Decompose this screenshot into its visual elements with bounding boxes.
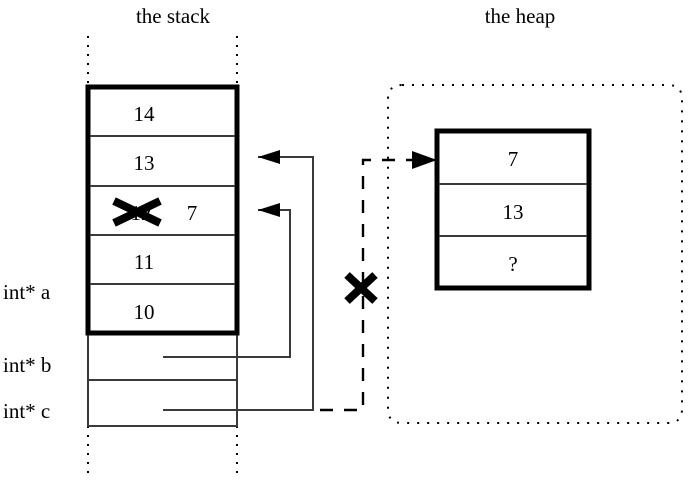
pointer-c-arrow xyxy=(163,150,314,411)
stack-cell-value-1: 13 xyxy=(134,151,155,175)
dangling-pointer-arrowhead xyxy=(412,151,437,169)
stack-cell-value-4: 10 xyxy=(134,300,155,324)
invalid-pointer-x-icon xyxy=(344,272,378,304)
stack-frame-outline xyxy=(85,84,240,336)
heap-cell-value-0: 7 xyxy=(508,147,519,171)
stack-cell-value-0: 14 xyxy=(134,102,156,126)
stack-frame-box xyxy=(85,84,240,336)
stack-var-cell-c xyxy=(87,379,238,427)
variable-label-a: int* a xyxy=(3,280,51,304)
heap-block xyxy=(434,128,592,291)
stack-cell-value-2-new: 7 xyxy=(187,201,198,225)
heap-cell-value-2: ? xyxy=(508,252,517,276)
dangling-pointer-arrow xyxy=(320,151,437,412)
variable-label-c: int* c xyxy=(3,399,50,423)
heap-title: the heap xyxy=(485,4,556,28)
variable-label-b: int* b xyxy=(3,353,51,377)
pointer-c-arrowhead xyxy=(258,150,280,164)
stack-cell-value-3: 11 xyxy=(134,250,154,274)
pointer-b-arrow xyxy=(163,203,291,358)
stack-title: the stack xyxy=(136,4,211,28)
heap-region-boundary xyxy=(387,84,683,424)
strikeout-x-icon xyxy=(112,197,162,227)
heap-block-outline xyxy=(434,128,592,291)
heap-cell-value-1: 13 xyxy=(503,200,524,224)
pointer-b-arrowhead xyxy=(258,203,280,217)
stack-variable-cells xyxy=(87,333,238,427)
